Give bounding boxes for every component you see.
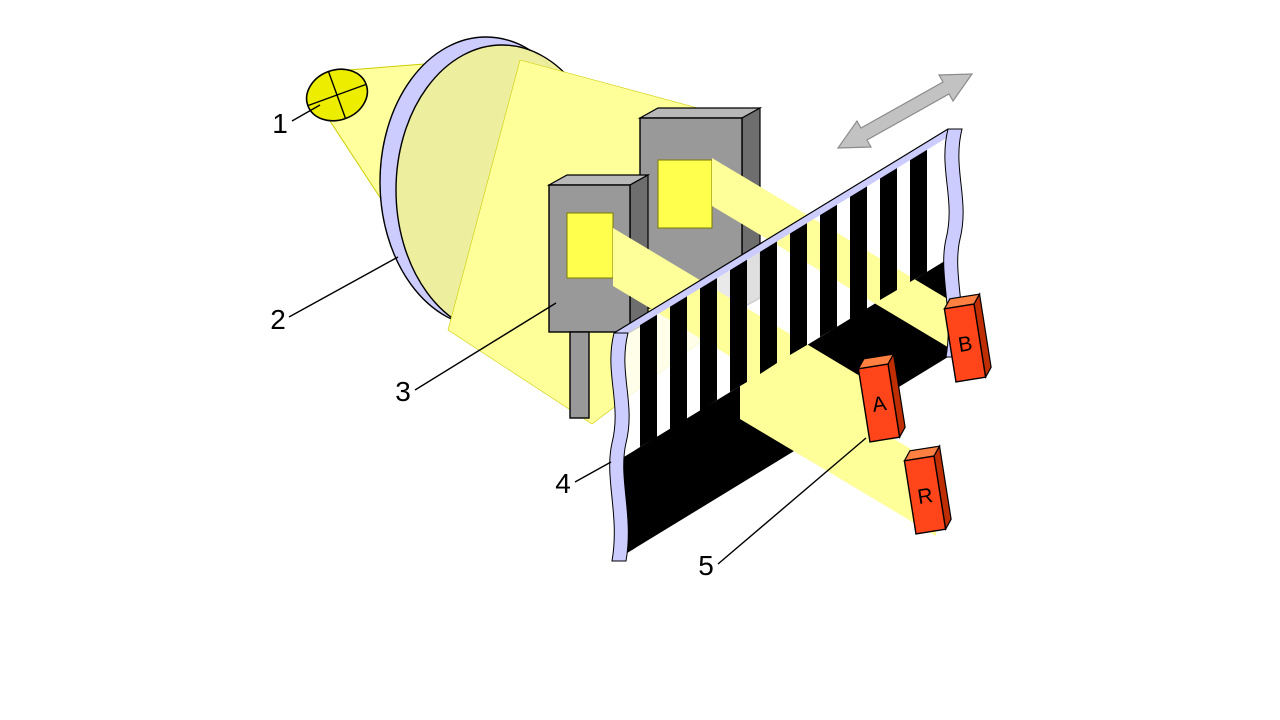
detector-r-front xyxy=(903,455,947,535)
beam-to-detector-r xyxy=(740,347,936,536)
mask-post xyxy=(569,331,590,419)
leader-code-strip xyxy=(574,461,612,483)
detector-b-label: B xyxy=(957,332,974,357)
detector-a: A xyxy=(857,352,906,443)
scale-stripe xyxy=(910,142,927,282)
callout-code-strip: 4 xyxy=(555,468,571,499)
scale-stripe xyxy=(790,215,807,355)
detector-b: B xyxy=(943,292,992,383)
code-strip xyxy=(609,128,964,562)
bulb-filament-v xyxy=(327,71,347,119)
scale-stripe xyxy=(670,289,687,429)
detector-r: R xyxy=(903,444,952,535)
scale-stripe xyxy=(760,233,777,374)
mask-left-window xyxy=(566,212,614,279)
scale-stripe xyxy=(640,307,657,447)
strip-top-edge xyxy=(614,129,948,341)
callout-light-source: 1 xyxy=(272,108,288,139)
detector-a-front xyxy=(857,363,901,443)
light-source xyxy=(305,68,369,122)
detector-a-label: A xyxy=(871,392,888,417)
leader-lens xyxy=(288,256,399,318)
detector-b-front xyxy=(943,303,987,383)
callout-lens: 2 xyxy=(270,304,286,335)
scale-stripe xyxy=(730,252,747,392)
callout-photodetector: 5 xyxy=(698,550,714,581)
strip-left-torn-edge xyxy=(609,332,630,562)
leader-light-source xyxy=(291,104,321,122)
mask-right-top-face xyxy=(637,107,763,119)
leader-photodetector xyxy=(717,437,867,565)
strip-top-outline xyxy=(613,128,949,334)
leader-mask xyxy=(414,302,557,391)
detector-r-label: R xyxy=(916,484,935,509)
scale-stripe xyxy=(880,160,897,300)
scale-stripe xyxy=(820,197,837,337)
scale-stripe xyxy=(850,179,867,319)
scale-stripe xyxy=(700,270,717,411)
mask-right-window xyxy=(657,159,713,229)
callout-mask: 3 xyxy=(395,376,411,407)
motion-double-arrow-icon xyxy=(836,73,974,149)
